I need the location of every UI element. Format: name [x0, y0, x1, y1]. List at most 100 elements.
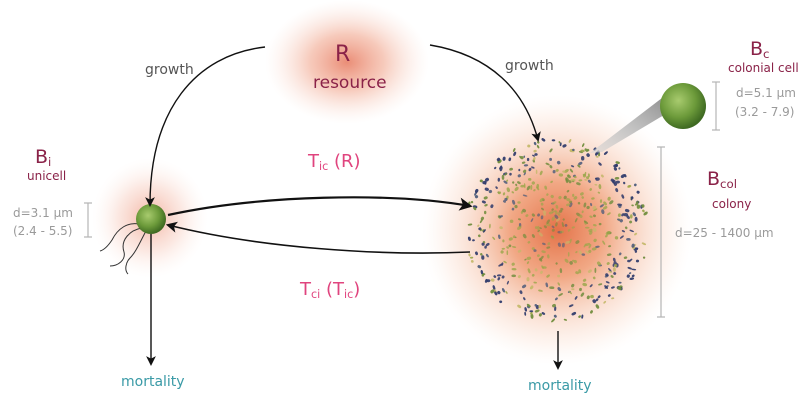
- colony-particle: [617, 286, 622, 291]
- colony-particle: [571, 259, 575, 262]
- colony-particle: [526, 261, 530, 265]
- colony-particle: [575, 271, 579, 275]
- colony-particle: [485, 243, 490, 246]
- colony-particle: [613, 261, 617, 265]
- colony-particle: [553, 314, 557, 318]
- colony-particle: [511, 262, 515, 266]
- colony-particle: [605, 273, 609, 277]
- colony-particle: [587, 173, 590, 178]
- colony-particle: [497, 290, 501, 295]
- colony-particle: [550, 235, 555, 240]
- colony-particle: [534, 226, 538, 230]
- colony-particle: [490, 289, 495, 294]
- colony-particle: [484, 278, 488, 283]
- colony-particle: [598, 222, 602, 226]
- colony-particle: [520, 156, 524, 160]
- colony-particle: [475, 251, 478, 256]
- unicell-diameter-range: (2.4 - 5.5): [13, 224, 73, 238]
- colony-particle: [537, 213, 541, 217]
- colony-particle: [571, 288, 575, 291]
- colony-particle: [481, 200, 486, 204]
- colony-particle: [598, 184, 602, 190]
- colony-particle: [590, 202, 593, 207]
- colony-particle: [499, 166, 503, 172]
- colony-particle: [568, 180, 572, 184]
- colony-particle: [557, 287, 562, 292]
- colony-particle: [543, 213, 547, 216]
- colony-particle: [607, 212, 611, 216]
- colony-particle: [634, 232, 638, 236]
- colony-particle: [632, 212, 636, 217]
- colony-particle: [555, 204, 559, 209]
- colony-particle: [546, 246, 551, 249]
- colony-particle: [594, 183, 598, 186]
- colony-particle: [562, 144, 567, 148]
- colony-particle: [587, 269, 592, 273]
- colony-particle: [557, 212, 561, 216]
- colony-particle: [564, 223, 568, 227]
- colony-particle: [565, 240, 571, 244]
- colony-particle: [481, 273, 485, 277]
- transition-ci-label: Tci (Tic): [300, 279, 361, 301]
- colony-particle: [629, 220, 633, 224]
- colony-particle: [533, 156, 536, 161]
- colony-particle: [494, 166, 497, 170]
- colony-particle: [484, 210, 487, 215]
- colony-particle: [534, 268, 538, 272]
- colony-particle: [501, 288, 506, 293]
- colony-particle: [593, 214, 596, 218]
- colony-particle: [551, 208, 554, 211]
- colony-particle: [580, 156, 585, 161]
- colony-particle: [523, 183, 526, 189]
- colony-particle: [549, 286, 555, 290]
- colony-particle: [634, 247, 639, 250]
- colony-particle: [636, 190, 640, 194]
- colony-particle: [613, 272, 617, 275]
- colony-particle: [493, 275, 497, 278]
- colony-particle: [512, 235, 516, 239]
- colony-particle: [627, 185, 631, 188]
- colony-particle: [588, 249, 592, 253]
- colony-particle: [558, 173, 564, 177]
- colony-particle: [579, 214, 583, 218]
- colony-particle: [612, 257, 616, 262]
- colony-particle: [484, 187, 489, 191]
- colony-particle: [618, 281, 622, 284]
- colonial-cell-label: colonial cell: [728, 61, 799, 75]
- colony-particle: [525, 214, 529, 218]
- colony-particle: [549, 148, 553, 153]
- colony-particle: [562, 170, 566, 173]
- colony-particle: [511, 274, 516, 278]
- colony-particle: [621, 230, 625, 233]
- colony-particle: [490, 204, 494, 209]
- colony-particle: [501, 262, 504, 266]
- colony-particle: [533, 249, 537, 252]
- colony-particle: [523, 164, 529, 167]
- colony-particle: [586, 295, 590, 300]
- colony-particle: [531, 273, 535, 277]
- colony-particle: [603, 206, 608, 210]
- colony-particle: [513, 151, 517, 157]
- colony-particle: [539, 170, 543, 176]
- colony-particle: [482, 180, 487, 185]
- growth-label-left: growth: [145, 62, 194, 78]
- colony-particle: [499, 300, 503, 304]
- colony-particle: [641, 204, 645, 208]
- colony-particle: [618, 167, 621, 170]
- colony-particle: [536, 144, 540, 149]
- colony-particle: [556, 160, 561, 165]
- colony-particle: [582, 282, 588, 287]
- colony-particle: [552, 170, 556, 174]
- colony-particle: [568, 290, 572, 295]
- colony-particle: [626, 215, 630, 220]
- colony-particle: [598, 162, 602, 166]
- colony-particle: [623, 181, 626, 185]
- colony-particle: [523, 297, 526, 301]
- colony-particle: [540, 270, 543, 274]
- colony-particle: [583, 202, 587, 208]
- colony-particle: [534, 304, 538, 307]
- colony-particle: [532, 154, 535, 157]
- unicell-symbol: Bi: [35, 146, 52, 169]
- colony-particle: [503, 180, 508, 184]
